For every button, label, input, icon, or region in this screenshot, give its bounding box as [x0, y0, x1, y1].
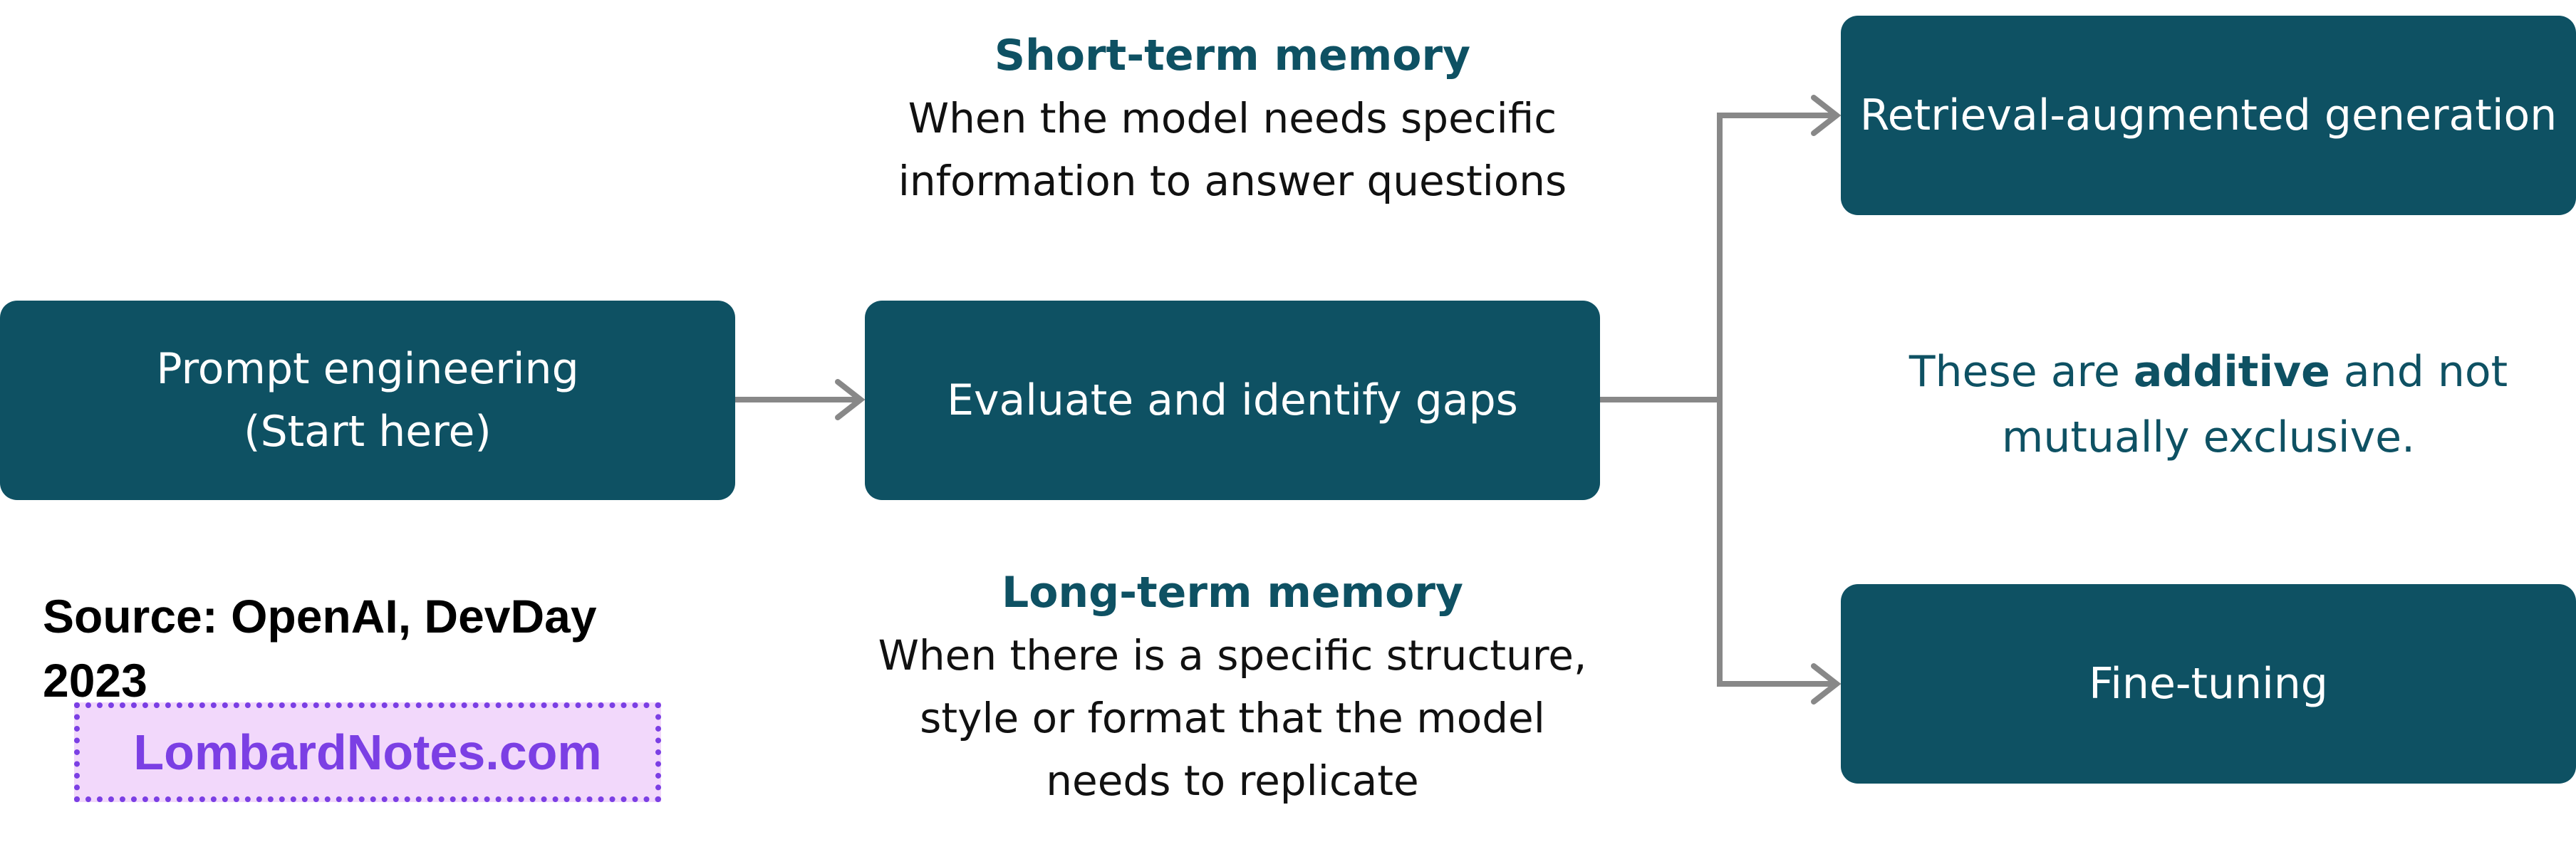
node-rag-label: Retrieval-augmented generation: [1859, 90, 2557, 140]
additive-note-prefix: These are: [1908, 347, 2134, 397]
node-prompt-engineering: Prompt engineering (Start here): [0, 301, 735, 500]
short-term-memory-label: Short-term memory When the model needs s…: [841, 24, 1624, 212]
node-retrieval-augmented-generation: Retrieval-augmented generation: [1841, 16, 2576, 215]
brand-watermark-box: LombardNotes.com: [74, 702, 661, 802]
additive-note-suffix: and not: [2330, 347, 2508, 397]
short-term-line1: When the model needs specific: [908, 94, 1557, 142]
additive-note: These are additive and not mutually excl…: [1841, 339, 2576, 470]
long-term-title: Long-term memory: [1001, 568, 1464, 618]
arrowhead-evaluate: [835, 379, 866, 420]
node-evaluate-label: Evaluate and identify gaps: [947, 375, 1518, 425]
short-term-line2: information to answer questions: [898, 157, 1567, 205]
arrowhead-rag: [1811, 95, 1842, 136]
long-term-line3: needs to replicate: [1046, 757, 1419, 805]
brand-text: LombardNotes.com: [133, 724, 602, 780]
short-term-title: Short-term memory: [994, 31, 1471, 80]
source-caption: Source: OpenAI, DevDay 2023: [43, 590, 597, 707]
additive-note-line1: These are additive and not: [1841, 339, 2576, 405]
node-prompt-line2: (Start here): [244, 407, 492, 457]
long-term-memory-label: Long-term memory When there is a specifi…: [841, 561, 1624, 812]
node-fine-tuning-label: Fine-tuning: [2089, 659, 2328, 709]
node-prompt-line1: Prompt engineering: [156, 344, 579, 394]
additive-note-bold: additive: [2133, 347, 2330, 397]
node-fine-tuning: Fine-tuning: [1841, 584, 2576, 784]
arrowhead-fine-tuning: [1811, 663, 1842, 705]
additive-note-line2: mutually exclusive.: [2001, 412, 2416, 462]
long-term-line1: When there is a specific structure,: [878, 631, 1587, 680]
long-term-line2: style or format that the model: [920, 694, 1545, 742]
node-evaluate-gaps: Evaluate and identify gaps: [865, 301, 1600, 500]
